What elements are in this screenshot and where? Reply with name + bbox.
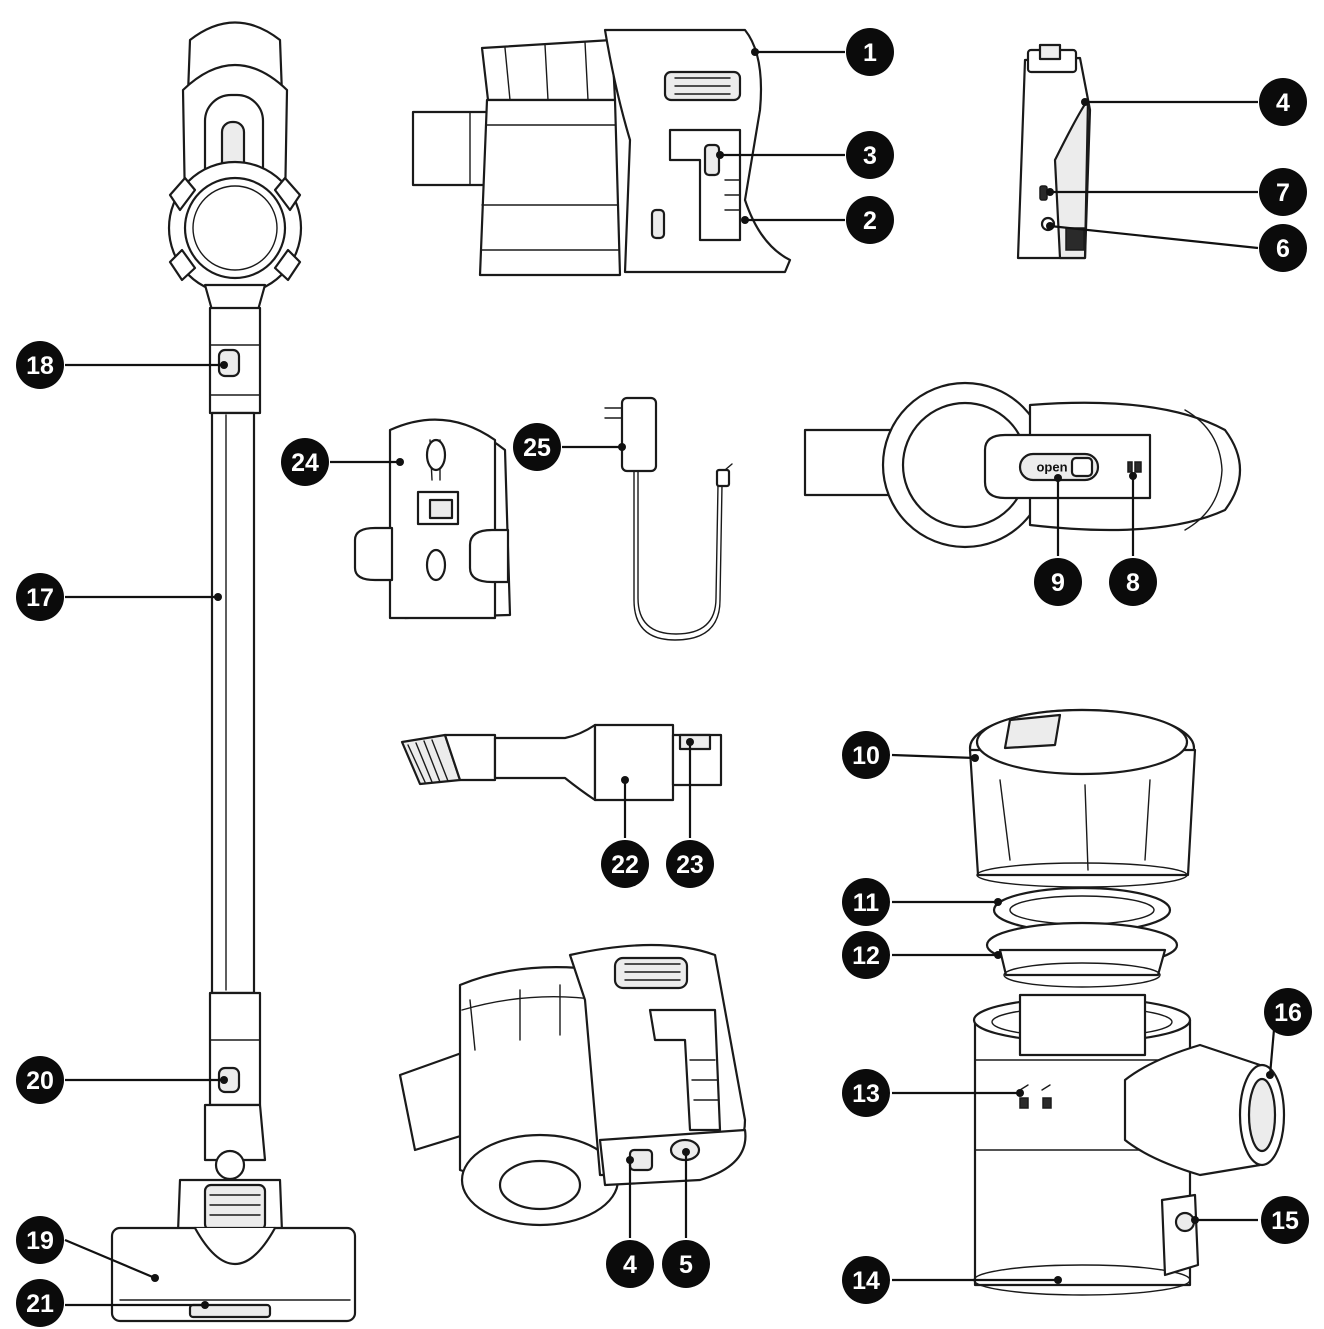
callout-20-label: 20	[26, 1067, 54, 1095]
callout-21: 21	[16, 1279, 64, 1327]
callout-22-label: 22	[611, 851, 639, 879]
callout-8-label: 8	[1126, 569, 1140, 597]
callout-21-label: 21	[26, 1290, 54, 1318]
callout-17: 17	[16, 573, 64, 621]
battery-pack	[1016, 43, 1092, 260]
callout-4-angled: 4	[606, 1240, 654, 1288]
callout-15-label: 15	[1271, 1207, 1299, 1235]
callout-24: 24	[281, 438, 329, 486]
callout-25-label: 25	[523, 434, 551, 462]
callout-15: 15	[1261, 1196, 1309, 1244]
main-unit-top-view: open	[803, 381, 1242, 549]
callout-18-label: 18	[26, 352, 54, 380]
callout-1: 1	[846, 28, 894, 76]
callout-23-label: 23	[676, 851, 704, 879]
callout-12-label: 12	[852, 942, 880, 970]
callout-6: 6	[1259, 224, 1307, 272]
main-body-unit	[411, 28, 792, 277]
callout-10-label: 10	[852, 742, 880, 770]
callout-12: 12	[842, 931, 890, 979]
callout-5: 5	[662, 1240, 710, 1288]
callout-3: 3	[846, 131, 894, 179]
wall-mount	[353, 418, 512, 620]
crevice-tool	[400, 723, 723, 802]
callout-10: 10	[842, 731, 890, 779]
callout-4-battery-label: 4	[1276, 89, 1290, 117]
callout-13: 13	[842, 1069, 890, 1117]
callout-9: 9	[1034, 558, 1082, 606]
stick-vacuum-assembly	[110, 21, 357, 1323]
dust-bin-exploded	[968, 708, 1286, 1296]
callout-7-label: 7	[1276, 179, 1290, 207]
callout-20: 20	[16, 1056, 64, 1104]
callout-14-label: 14	[852, 1267, 880, 1295]
callout-14: 14	[842, 1256, 890, 1304]
callout-16: 16	[1264, 988, 1312, 1036]
callout-4-battery: 4	[1259, 78, 1307, 126]
callout-11: 11	[842, 878, 890, 926]
callout-2: 2	[846, 196, 894, 244]
callout-2-label: 2	[863, 207, 877, 235]
charger-adapter	[604, 396, 733, 641]
callout-22: 22	[601, 840, 649, 888]
callout-9-label: 9	[1051, 569, 1065, 597]
callout-7: 7	[1259, 168, 1307, 216]
open-button-label: open	[1036, 460, 1067, 475]
callout-17-label: 17	[26, 584, 54, 612]
callout-23: 23	[666, 840, 714, 888]
callout-4-angled-label: 4	[623, 1251, 637, 1279]
callout-25: 25	[513, 423, 561, 471]
callout-18: 18	[16, 341, 64, 389]
callout-13-label: 13	[852, 1080, 880, 1108]
callout-19-label: 19	[26, 1227, 54, 1255]
callout-6-label: 6	[1276, 235, 1290, 263]
leader-lines	[64, 48, 1277, 1309]
callout-11-label: 11	[853, 889, 880, 917]
callout-8: 8	[1109, 558, 1157, 606]
callout-3-label: 3	[863, 142, 877, 170]
callout-1-label: 1	[863, 39, 877, 67]
callout-16-label: 16	[1274, 999, 1302, 1027]
callout-5-label: 5	[679, 1251, 693, 1279]
callout-19: 19	[16, 1216, 64, 1264]
main-unit-angled-view	[398, 943, 747, 1227]
callout-24-label: 24	[291, 449, 319, 477]
